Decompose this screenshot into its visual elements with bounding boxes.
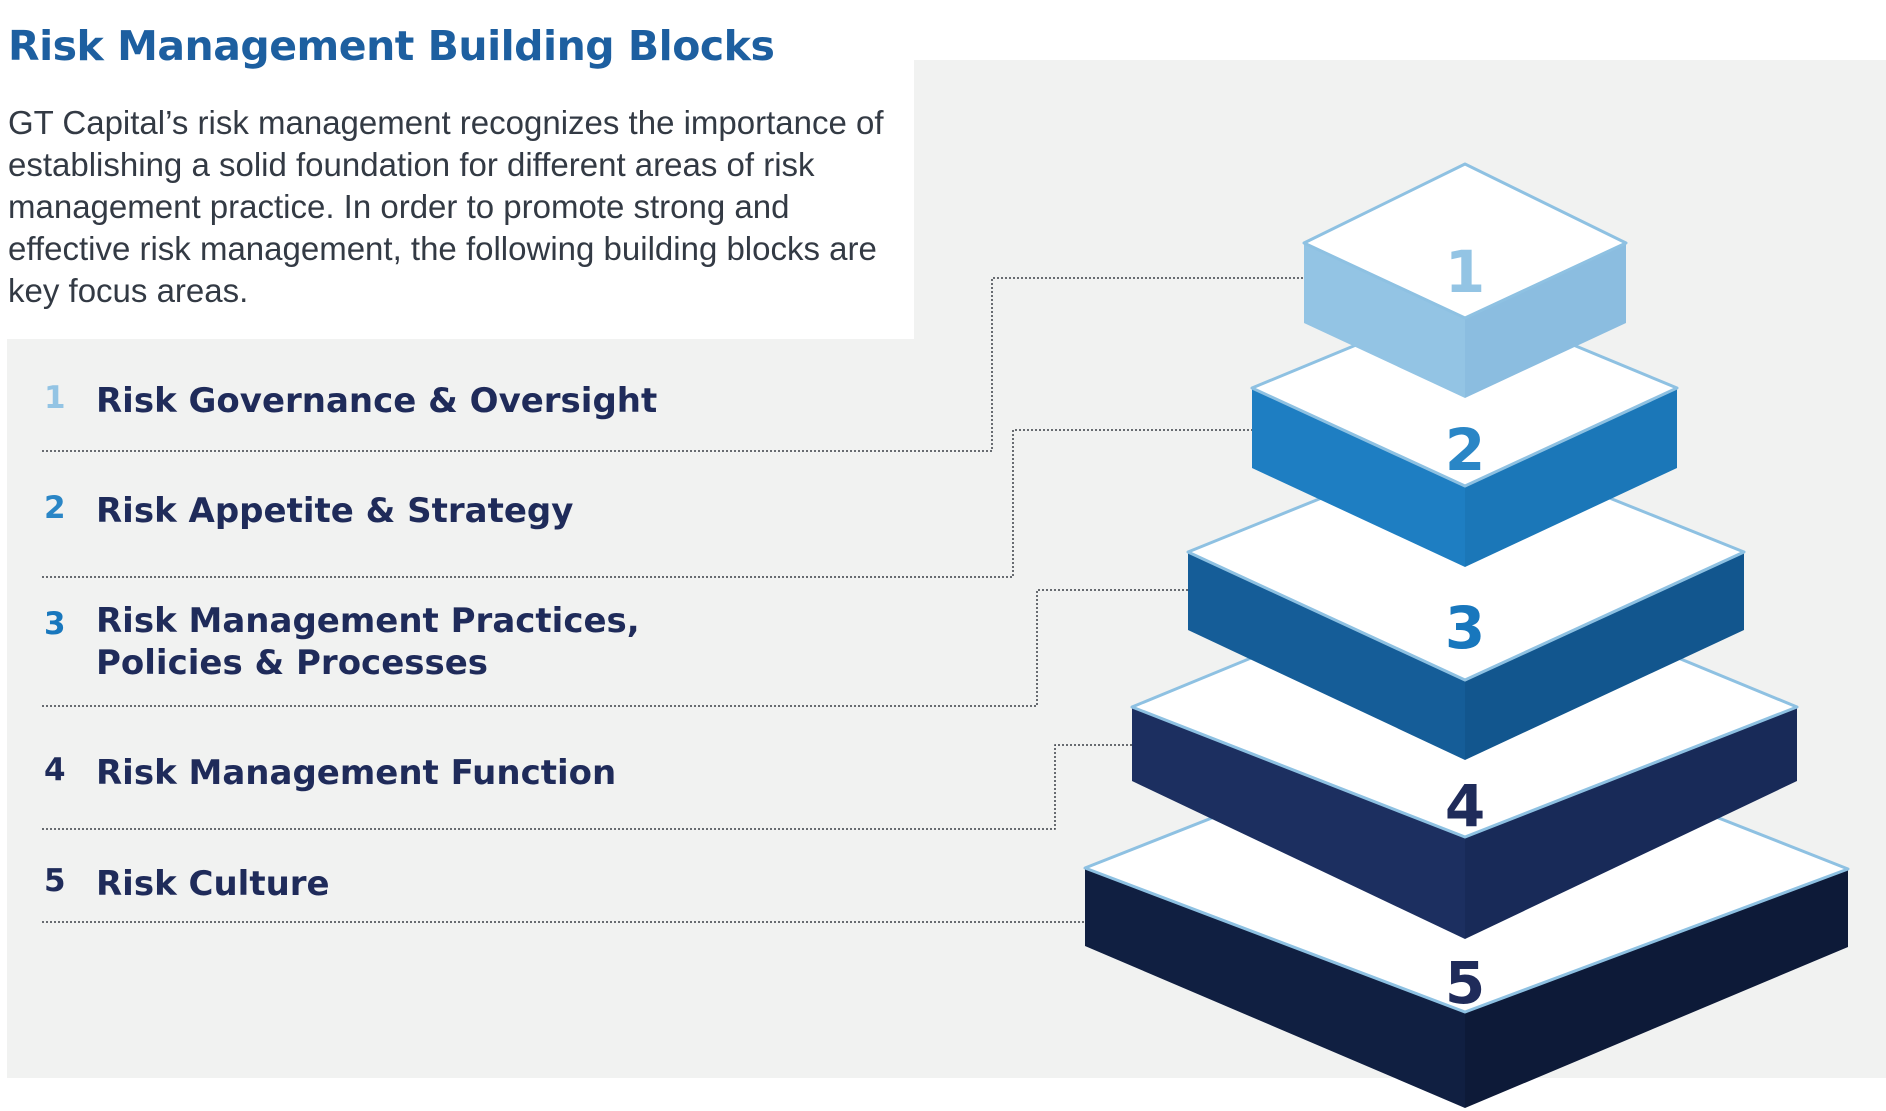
block-number: 5 [44, 863, 66, 899]
block-label: Risk Management Practices,Policies & Pro… [96, 600, 640, 684]
block-label: Risk Governance & Oversight [96, 381, 658, 421]
leader-line [42, 429, 1252, 578]
pyramid-block-1 [1302, 162, 1628, 398]
page-title: Risk Management Building Blocks [8, 22, 775, 70]
leader-line [42, 589, 1189, 707]
background-panel [7, 339, 914, 1078]
block-label-line: Policies & Processes [96, 643, 489, 683]
pyramid-step-number: 1 [1444, 238, 1486, 306]
block-number: 1 [44, 380, 66, 416]
block-label: Risk Appetite & Strategy [96, 491, 574, 531]
block-number: 4 [44, 752, 66, 788]
pyramid-step-number: 3 [1444, 594, 1486, 662]
block-number: 3 [44, 606, 66, 642]
intro-paragraph: GT Capital’s risk management recognizes … [8, 104, 884, 309]
block-label: Risk Culture [96, 864, 330, 904]
pyramid-step-number: 5 [1444, 949, 1486, 1017]
pyramid-step-number: 4 [1444, 772, 1486, 840]
block-label: Risk Management Function [96, 753, 617, 793]
pyramid-step-number: 2 [1444, 416, 1486, 484]
leader-line [42, 277, 1303, 452]
block-number: 2 [44, 490, 66, 526]
leader-line [42, 744, 1134, 830]
block-label-line: Risk Management Practices, [96, 601, 640, 641]
